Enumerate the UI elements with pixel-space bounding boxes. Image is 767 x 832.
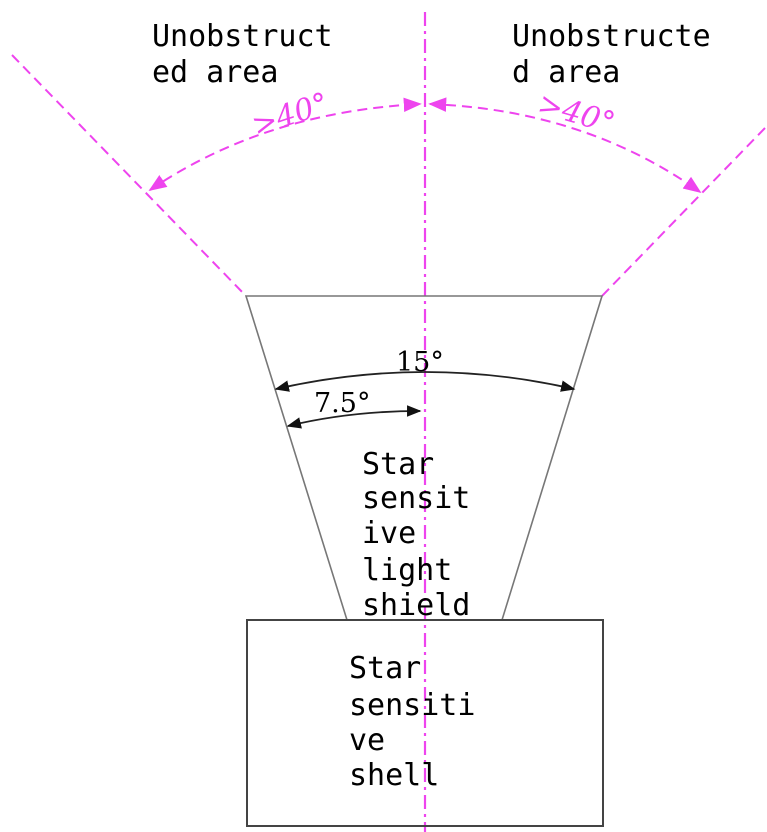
angle-left-40-label: >40° [248, 86, 333, 143]
right-boundary-line [601, 127, 766, 297]
left-boundary-line [11, 54, 247, 297]
sensor-shell-label: Star sensiti ve shell [349, 651, 494, 793]
right-40-degree-arc [428, 97, 702, 194]
angle-15-label: 15° [396, 347, 444, 378]
left-40-degree-arc [148, 97, 422, 192]
light-shield-label: Star sensit ive light shield [362, 447, 488, 623]
angle-15-degree-arc [274, 371, 576, 392]
angle-right-40-label: >40° [534, 86, 619, 141]
sensor-shell-outline [246, 619, 604, 827]
angle-7-5-degree-arc [286, 405, 422, 429]
unobstructed-area-right-label: Unobstructe d area [512, 19, 729, 90]
angle-7-5-label: 7.5° [314, 388, 370, 419]
unobstructed-area-left-label: Unobstruct ed area [152, 19, 351, 90]
